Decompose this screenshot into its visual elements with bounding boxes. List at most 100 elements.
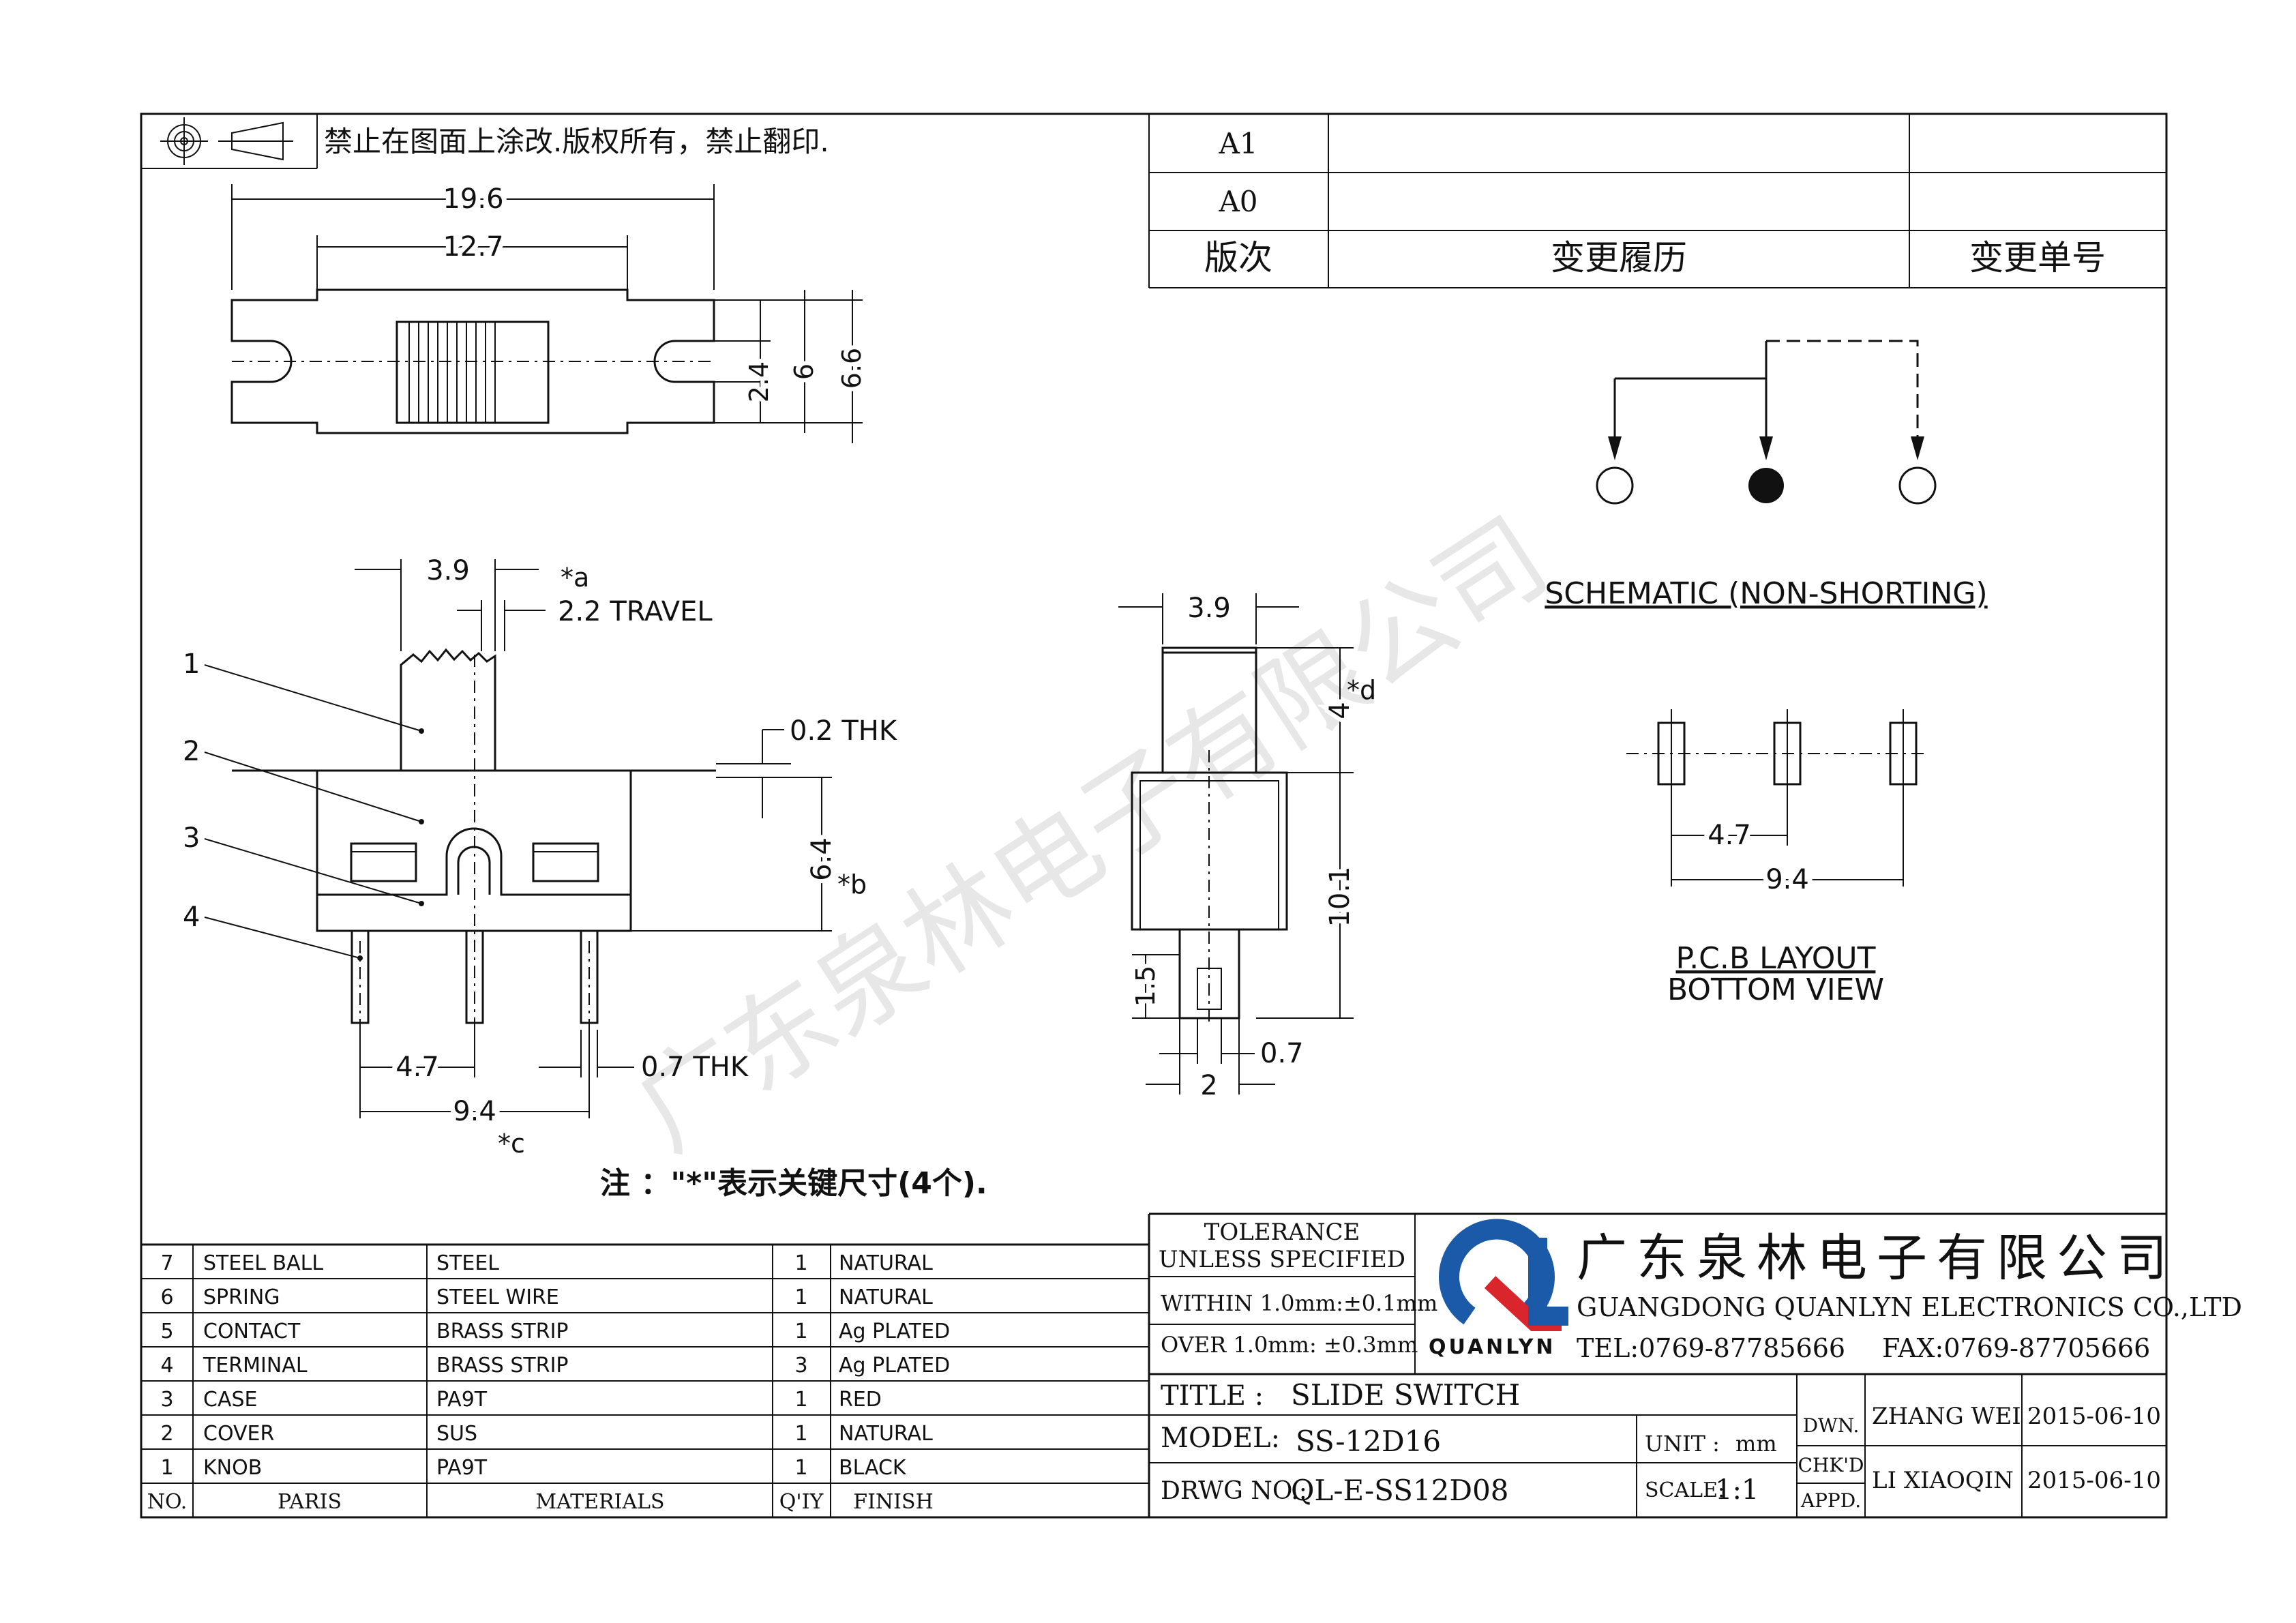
revision-header-number: 变更单号: [1969, 238, 2106, 278]
tolerance-title-1: TOLERANCE: [1204, 1219, 1360, 1246]
dim-pcb-span: 9.4: [1765, 864, 1809, 895]
checked-label: CHK'D: [1798, 1454, 1864, 1476]
callout-4: 4: [183, 902, 200, 933]
bom-header-finish: FINISH: [853, 1490, 933, 1514]
company-name-en: GUANGDONG QUANLYN ELECTRONICS CO.,LTD: [1577, 1292, 2242, 1322]
bom-row-6-no: 2: [160, 1422, 173, 1446]
bom-row-4-qty: 3: [794, 1354, 807, 1378]
dim-travel: 2.2 TRAVEL: [558, 596, 713, 627]
bom-row-7-no: 1: [160, 1456, 173, 1480]
unit-label: UNIT :: [1645, 1431, 1720, 1457]
pcb-layout: 4.7 9.4 P.C.B LAYOUT BOTTOM VIEW: [1626, 709, 1926, 1007]
dim-top-inner: 12.7: [443, 231, 503, 263]
key-dimension-note: 注 ："*"表示关键尺寸(4个).: [600, 1166, 987, 1201]
schematic: SCHEMATIC (NON-SHORTING): [1545, 340, 1988, 611]
bom-row-4-material: BRASS STRIP: [436, 1354, 569, 1378]
bom-row-2-finish: NATURAL: [839, 1285, 933, 1309]
dim-side-pin-thk: 0.7: [1260, 1038, 1304, 1069]
bom-row-3-finish: Ag PLATED: [839, 1320, 950, 1343]
bom-row-2-no: 6: [160, 1285, 173, 1309]
dim-side-height: 10.1: [1324, 866, 1356, 927]
bom-row-7-part: KNOB: [203, 1456, 262, 1480]
bom-row-1-qty: 1: [794, 1251, 807, 1275]
dim-body-height: 6.4: [806, 837, 837, 881]
bom-header-qty: Q'IY: [779, 1490, 824, 1514]
dim-pin-span: 9.4: [453, 1096, 496, 1127]
front-view: 3.9 *a 2.2 TRAVEL 0.2 THK 6.4 *b 4.7 9.4…: [183, 555, 898, 1159]
drawn-date: 2015-06-10: [2027, 1403, 2161, 1430]
projection-symbol-icon: [160, 117, 293, 165]
revision-header-version: 版次: [1204, 238, 1272, 278]
tolerance-title-2: UNLESS SPECIFIED: [1159, 1246, 1405, 1273]
bom-row-1-no: 7: [160, 1251, 173, 1275]
company-block: QUANLYN 广东泉林电子有限公司 GUANGDONG QUANLYN ELE…: [1429, 1219, 2242, 1363]
copyright-notice: 禁止在图面上涂改.版权所有，禁止翻印.: [324, 125, 829, 158]
drawn-by: ZHANG WEI: [1872, 1403, 2021, 1430]
dim-thk-top: 0.2 THK: [790, 715, 898, 747]
pcb-label-line-1: P.C.B LAYOUT: [1676, 941, 1876, 976]
star-c: *c: [498, 1129, 525, 1159]
checked-by: LI XIAOQIN: [1872, 1467, 2014, 1494]
bom-row-2-part: SPRING: [203, 1285, 280, 1309]
tolerance-within: WITHIN 1.0mm:±0.1mm: [1161, 1290, 1437, 1316]
bom-row-7-material: PA9T: [436, 1456, 488, 1480]
model-value: SS-12D16: [1296, 1425, 1441, 1458]
scale-value: 1:1: [1715, 1474, 1759, 1506]
bom-row-6-part: COVER: [203, 1422, 274, 1446]
company-tel: TEL:0769-87785666: [1577, 1333, 1845, 1363]
dim-top-slot: 2.4: [744, 361, 774, 402]
model-label: MODEL:: [1161, 1423, 1280, 1454]
dim-pin-pitch: 4.7: [396, 1052, 439, 1083]
bom-row-1-finish: NATURAL: [839, 1251, 933, 1275]
bom-row-3-qty: 1: [794, 1320, 807, 1343]
bom-row-4-part: TERMINAL: [203, 1354, 308, 1378]
tolerance-over: OVER 1.0mm: ±0.3mm: [1161, 1332, 1418, 1358]
checked-date: 2015-06-10: [2027, 1467, 2161, 1494]
title-label: TITLE :: [1161, 1380, 1264, 1412]
revision-header-history: 变更履历: [1551, 238, 1687, 278]
approved-label: APPD.: [1800, 1489, 1861, 1512]
bom-header-no: NO.: [147, 1490, 188, 1514]
bom-row-4-finish: Ag PLATED: [839, 1354, 950, 1378]
dim-top-body: 6: [789, 363, 819, 380]
bom-row-5-finish: RED: [839, 1388, 882, 1412]
star-d: *d: [1347, 675, 1376, 705]
drawn-label: DWN.: [1803, 1414, 1860, 1437]
dim-pcb-pitch: 4.7: [1708, 820, 1751, 851]
pcb-label-line-2: BOTTOM VIEW: [1667, 972, 1884, 1007]
bom-row-5-qty: 1: [794, 1388, 807, 1412]
revision-a0: A0: [1218, 185, 1257, 218]
sheet-border: [140, 113, 2168, 1519]
schematic-label: SCHEMATIC (NON-SHORTING): [1545, 576, 1987, 611]
company-logo-text: QUANLYN: [1429, 1335, 1556, 1359]
bom-row-3-part: CONTACT: [203, 1320, 301, 1343]
bom-header-material: MATERIALS: [535, 1490, 664, 1514]
revision-table: A1 A0 版次 变更履历 变更单号: [1148, 114, 2166, 288]
front-knob: [400, 648, 496, 771]
bom-row-1-material: STEEL: [436, 1251, 499, 1275]
callout-2: 2: [183, 736, 200, 767]
tolerance-block: TOLERANCE UNLESS SPECIFIED WITHIN 1.0mm:…: [1149, 1212, 2166, 1375]
dim-knob-width: 3.9: [426, 555, 470, 586]
schematic-terminal-common: [1748, 468, 1784, 503]
company-logo: QUANLYN: [1429, 1219, 1568, 1359]
dim-pin-thk: 0.7 THK: [641, 1052, 749, 1083]
revision-a1: A1: [1218, 127, 1257, 160]
bom-row-3-no: 5: [160, 1320, 173, 1343]
title-value: SLIDE SWITCH: [1291, 1378, 1520, 1412]
dim-side-knob-width: 3.9: [1187, 593, 1231, 624]
star-b: *b: [837, 869, 867, 899]
bom-row-5-part: CASE: [203, 1388, 257, 1412]
schematic-terminal-3: [1898, 466, 1937, 505]
drawing-number-label: DRWG NO.:: [1161, 1477, 1307, 1505]
bom-row-6-qty: 1: [794, 1422, 807, 1446]
callout-3: 3: [183, 822, 200, 854]
bom-row-3-material: BRASS STRIP: [436, 1320, 569, 1343]
notice-header: 禁止在图面上涂改.版权所有，禁止翻印.: [141, 114, 829, 169]
bom-row-6-finish: NATURAL: [839, 1422, 933, 1446]
dim-side-width: 2: [1200, 1070, 1217, 1101]
bom-row-5-material: PA9T: [436, 1388, 488, 1412]
dim-top-overall: 19.6: [443, 183, 503, 215]
scale-label: SCALE:: [1645, 1478, 1725, 1502]
